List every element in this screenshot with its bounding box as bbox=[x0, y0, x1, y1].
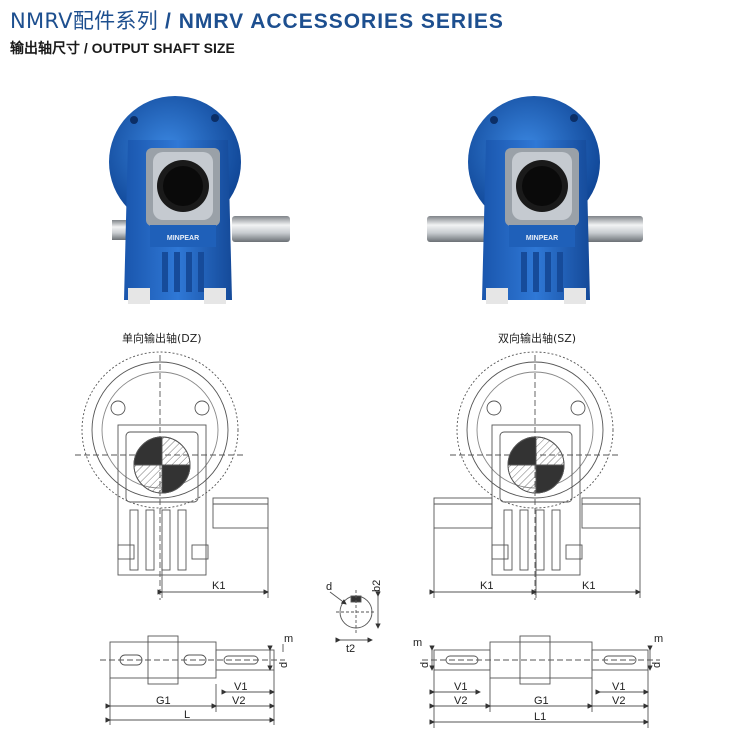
dim-t2: t2 bbox=[346, 643, 355, 655]
dim-b2: b2 bbox=[371, 580, 383, 592]
dim-m-sz-right: m bbox=[654, 633, 663, 645]
dim-m-sz-left: m bbox=[413, 637, 422, 649]
dim-d-dz: d bbox=[278, 662, 290, 668]
caption-sz: 双向输出轴(SZ) bbox=[498, 332, 577, 345]
shaft-drawing-sz bbox=[422, 635, 660, 728]
gearbox-photo-sz: MINPEAR bbox=[427, 96, 643, 304]
output-shaft-left bbox=[427, 216, 487, 242]
dim-g1-sz: G1 bbox=[534, 695, 549, 707]
dim-k1: K1 bbox=[212, 580, 225, 592]
dim-v2-dz: V2 bbox=[232, 695, 245, 707]
brand-label: MINPEAR bbox=[167, 235, 199, 242]
dim-v1-dz: V1 bbox=[234, 681, 247, 693]
section-subtitle: 输出轴尺寸 / OUTPUT SHAFT SIZE bbox=[10, 40, 235, 56]
dim-v1-sz-right: V1 bbox=[612, 681, 625, 693]
dim-k1-right: K1 bbox=[582, 580, 595, 592]
shaft-drawing-dz bbox=[100, 635, 285, 725]
dim-l1: L1 bbox=[534, 711, 546, 723]
title-english: / NMRV ACCESSORIES SERIES bbox=[165, 10, 504, 33]
dim-v1-sz-left: V1 bbox=[454, 681, 467, 693]
dim-v2-sz-left: V2 bbox=[454, 695, 467, 707]
dim-d-sz-left: d bbox=[419, 662, 431, 668]
dim-l: L bbox=[184, 709, 190, 721]
dim-d-sz-right: d bbox=[651, 662, 663, 668]
output-shaft bbox=[232, 216, 290, 242]
dim-d-key: d bbox=[326, 581, 332, 593]
drawing-dz bbox=[75, 351, 269, 600]
page-title: NMRV配件系列 / NMRV ACCESSORIES SERIES bbox=[10, 5, 504, 35]
dim-v2-sz-right: V2 bbox=[612, 695, 625, 707]
dim-k1-left: K1 bbox=[480, 580, 493, 592]
brand-label: MINPEAR bbox=[526, 235, 558, 242]
gearbox-photo-dz: MINPEAR bbox=[109, 96, 290, 304]
drawing-sz bbox=[429, 351, 641, 600]
output-shaft-right bbox=[583, 216, 643, 242]
title-chinese: NMRV配件系列 bbox=[10, 9, 159, 33]
caption-dz: 单向输出轴(DZ) bbox=[122, 332, 202, 345]
dim-g1-dz: G1 bbox=[156, 695, 171, 707]
key-section bbox=[329, 590, 381, 643]
dim-m-dz: m bbox=[284, 633, 293, 645]
